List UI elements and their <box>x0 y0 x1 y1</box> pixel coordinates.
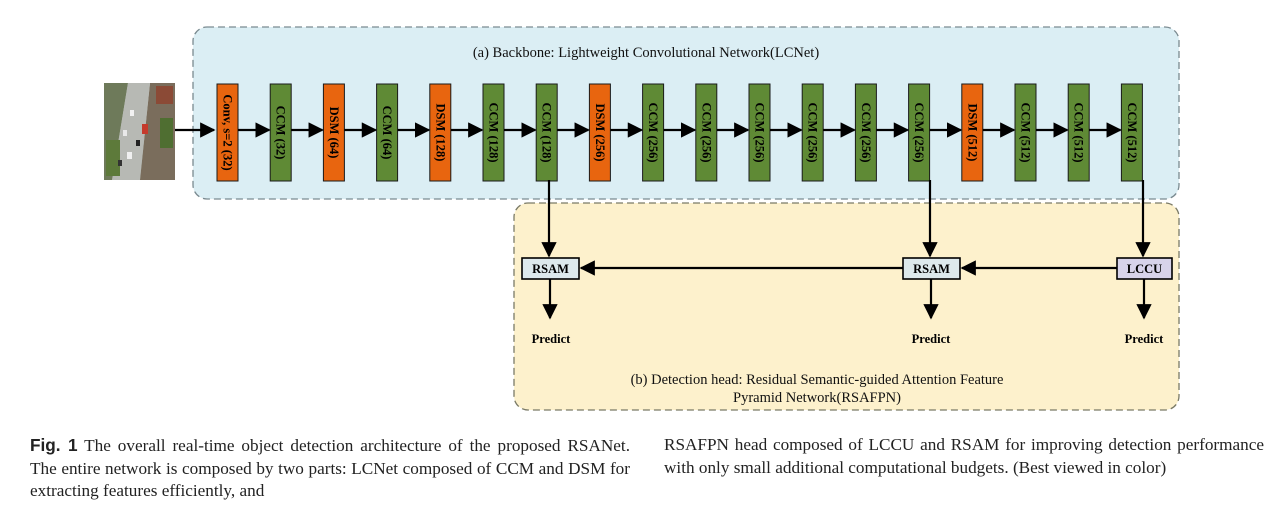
figure-label: Fig. 1 <box>30 435 78 455</box>
block-label: CCM (512) <box>1125 102 1139 162</box>
rsam-mid-label: RSAM <box>913 262 950 276</box>
lccu-module: LCCU <box>1116 257 1173 280</box>
backbone-title: (a) Backbone: Lightweight Convolutional … <box>473 45 819 61</box>
head-region <box>513 202 1180 411</box>
block-label: CCM (256) <box>699 102 713 162</box>
caption-text-left: The overall real-time object detection a… <box>30 436 630 500</box>
block-label: CCM (512) <box>1019 102 1033 162</box>
block-ccm: CCM (32) <box>269 83 292 182</box>
block-ccm: CCM (256) <box>908 83 931 182</box>
predict-left: Predict <box>532 332 571 346</box>
architecture-diagram: (a) Backbone: Lightweight Convolutional … <box>104 26 1180 411</box>
caption-right: RSAFPN head composed of LCCU and RSAM fo… <box>664 434 1264 479</box>
block-label: DSM (128) <box>433 104 447 162</box>
block-label: Conv, s=2 (32) <box>221 94 235 170</box>
block-ccm: CCM (256) <box>748 83 771 182</box>
block-label: DSM (512) <box>965 104 979 162</box>
block-rect <box>216 83 239 182</box>
head-title-line1: (b) Detection head: Residual Semantic-gu… <box>631 372 1004 388</box>
block-label: CCM (512) <box>1072 102 1086 162</box>
block-label: DSM (256) <box>593 104 607 162</box>
block-label: CCM (128) <box>487 102 501 162</box>
block-dsm: DSM (64) <box>322 83 345 182</box>
block-ccm: CCM (256) <box>854 83 877 182</box>
block-ccm: CCM (512) <box>1120 83 1143 182</box>
block-label: CCM (256) <box>912 102 926 162</box>
rsam-left-label: RSAM <box>532 262 569 276</box>
block-ccm: CCM (256) <box>642 83 665 182</box>
block-ccm: CCM (256) <box>695 83 718 182</box>
rsam-mid-module: RSAM <box>902 257 961 280</box>
block-label: CCM (64) <box>380 106 394 160</box>
block-label: CCM (256) <box>859 102 873 162</box>
block-dsm: DSM (512) <box>961 83 984 182</box>
block-dsm: DSM (256) <box>588 83 611 182</box>
block-ccm: CCM (128) <box>535 83 558 182</box>
block-dsm: DSM (128) <box>429 83 452 182</box>
block-label: CCM (32) <box>274 106 288 160</box>
block-conv: Conv, s=2 (32) <box>216 83 239 182</box>
block-label: CCM (256) <box>806 102 820 162</box>
block-label: CCM (128) <box>540 102 554 162</box>
caption-left: Fig. 1 The overall real-time object dete… <box>30 434 630 503</box>
block-label: CCM (256) <box>753 102 767 162</box>
block-label: DSM (64) <box>327 107 341 159</box>
block-label: CCM (256) <box>646 102 660 162</box>
block-ccm: CCM (64) <box>376 83 399 182</box>
block-ccm: CCM (128) <box>482 83 505 182</box>
head-title-line2: Pyramid Network(RSAFPN) <box>733 390 901 406</box>
block-ccm: CCM (256) <box>801 83 824 182</box>
block-ccm: CCM (512) <box>1014 83 1037 182</box>
lccu-label: LCCU <box>1127 262 1162 276</box>
predict-right: Predict <box>1125 332 1164 346</box>
block-ccm: CCM (512) <box>1067 83 1090 182</box>
backbone-blocks: Conv, s=2 (32) CCM (32) DSM (64) CCM (64) DS… <box>216 83 1143 182</box>
input-image <box>104 83 175 180</box>
rsam-left-module: RSAM <box>521 257 580 280</box>
predict-mid: Predict <box>912 332 951 346</box>
caption-text-right: RSAFPN head composed of LCCU and RSAM fo… <box>664 435 1264 477</box>
